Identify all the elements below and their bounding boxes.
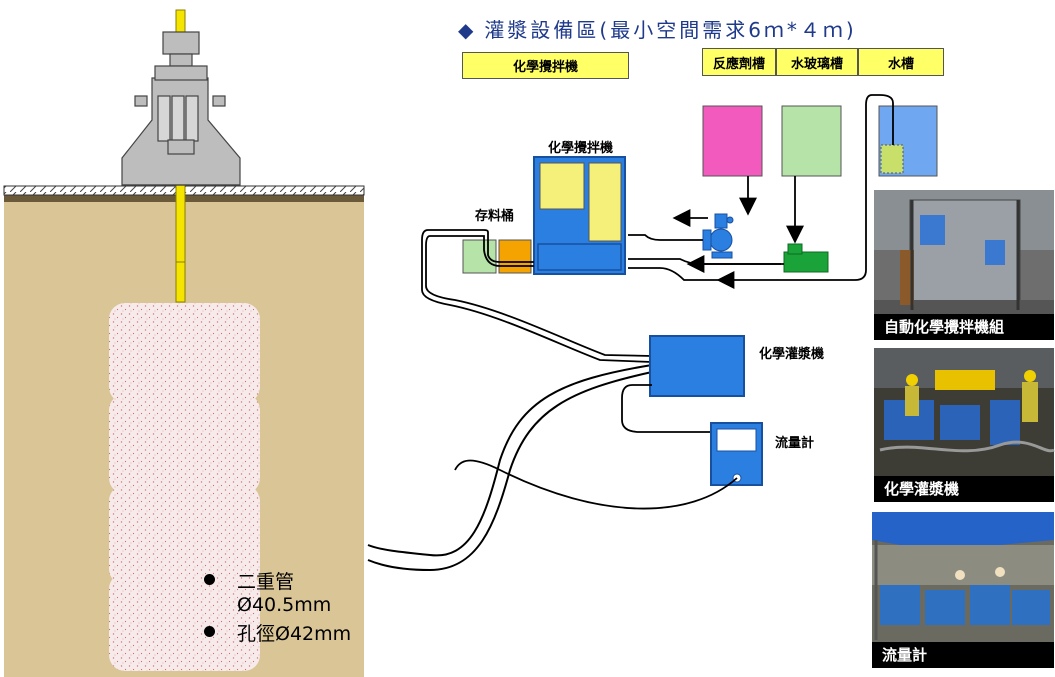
photo-caption: 化學灌漿機 [874, 476, 1054, 502]
grout-bulb [109, 303, 260, 671]
reactant-tank [702, 105, 763, 177]
water-glass-tank [781, 105, 842, 177]
photo-flow-meter: 流量計 [872, 642, 1054, 668]
storage-bucket-green [462, 239, 497, 274]
photo-grouting-machine-image [874, 348, 1055, 476]
header-label-reactant-tank: 反應劑槽 [702, 48, 776, 76]
drill-rig [121, 31, 241, 186]
label-flow-meter: 流量計 [775, 436, 815, 451]
header-label-mixer: 化學攪拌機 [462, 52, 629, 79]
page-title: ◆ 灌漿設備區(最小空間需求6ｍ*４ｍ) [458, 14, 857, 43]
photo-caption: 流量計 [872, 642, 1054, 668]
hose-to-borehole [367, 364, 653, 557]
diamond-icon: ◆ [458, 18, 477, 42]
photo-grouting-machine: 化學灌漿機 [874, 476, 1054, 502]
flow-meter [710, 422, 763, 486]
label-storage-bucket: 存料桶 [475, 209, 515, 224]
spec-pipe-type: 二重管 [237, 571, 295, 593]
storage-bucket-orange [498, 239, 532, 274]
chemical-mixer [533, 156, 626, 275]
spec-pipe-diameter: Ø40.5mm [237, 594, 332, 616]
water-glass-pump [783, 243, 829, 273]
photo-caption: 自動化學攪拌機組 [874, 314, 1054, 340]
label-mixer: 化學攪拌機 [548, 141, 614, 156]
label-grouting-machine: 化學灌漿機 [759, 347, 825, 362]
grouting-machine [649, 335, 745, 397]
bullet-icon [204, 626, 215, 637]
title-text: 灌漿設備區(最小空間需求6ｍ*４ｍ) [484, 18, 857, 42]
water-tank-inner [880, 144, 904, 174]
photo-mixer-unit: 自動化學攪拌機組 [874, 314, 1054, 340]
reactant-pump [702, 213, 734, 259]
header-label-water-tank: 水槽 [858, 48, 944, 76]
spec-hole-diameter: 孔徑Ø42mm [237, 623, 352, 645]
bullet-icon [204, 574, 215, 585]
header-label-water-glass-tank: 水玻璃槽 [776, 48, 858, 76]
